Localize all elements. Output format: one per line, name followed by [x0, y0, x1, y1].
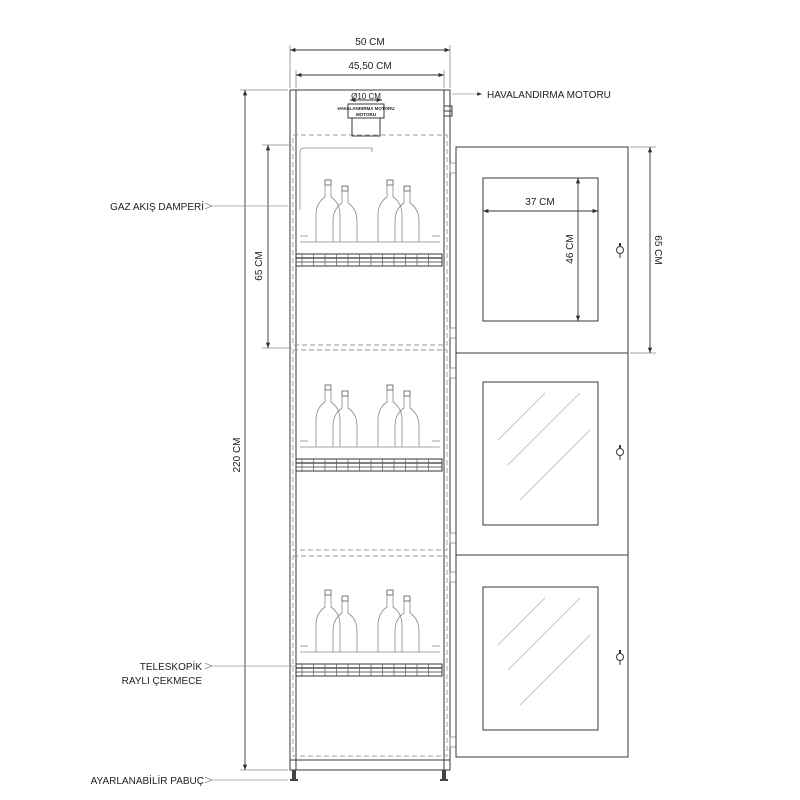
- lock-icon: [616, 243, 624, 258]
- callout-drawer-line1: TELESKOPİK: [140, 660, 203, 673]
- bottle-icon: [377, 185, 403, 242]
- lock-icon: [616, 650, 624, 665]
- ventilation-motor: HAVALANDIRMA MOTORU MOTORU: [337, 103, 395, 137]
- window-height-label: 46 CM: [565, 234, 576, 263]
- bottle-icon: [332, 601, 358, 652]
- motor-label-2: MOTORU: [356, 112, 376, 117]
- door-front-view: [455, 146, 629, 758]
- outer-width-label: 50 CM: [355, 37, 384, 48]
- bottle-icon: [377, 595, 403, 652]
- bottle-icon: [315, 185, 341, 242]
- compartment-3-outline: [292, 555, 448, 757]
- bottle-icon: [332, 191, 358, 242]
- dimension-lines: 50 CM 45,50 CM 220 CM 65 CM 65 CM 37 CM …: [232, 37, 663, 771]
- foot-icon: [292, 770, 296, 779]
- bottle-icon: [332, 396, 358, 447]
- bottle-icon: [377, 390, 403, 447]
- telescopic-drawer: [295, 458, 443, 472]
- door-2-window: [482, 381, 599, 526]
- gas-damper-outline: [299, 147, 373, 210]
- cabinet-body-outline: [289, 89, 451, 771]
- adjustable-feet: [290, 770, 448, 781]
- bottle-drawer-groups: [295, 179, 443, 677]
- door-1-window: [482, 177, 599, 322]
- telescopic-drawer: [295, 663, 443, 677]
- bottle-icon: [394, 601, 420, 652]
- bottle-icon: [394, 396, 420, 447]
- compartment-1-outline: [292, 134, 448, 346]
- hinge-icon: [449, 162, 457, 174]
- door-locks: [616, 243, 624, 665]
- hinge-icon: [449, 532, 457, 544]
- bottle-icon: [315, 595, 341, 652]
- hinge-icon: [449, 571, 457, 583]
- bottle-icon: [315, 390, 341, 447]
- window-width-label: 37 CM: [525, 197, 554, 208]
- compartment-height-label: 65 CM: [254, 251, 265, 280]
- bottle-drawer-group: [295, 589, 443, 677]
- door-3-window: [482, 586, 599, 731]
- bottle-icon: [394, 191, 420, 242]
- duct-diameter-label: Ø10 CM: [351, 92, 381, 101]
- lock-icon: [616, 445, 624, 460]
- cabinet-side-view: HAVALANDIRMA MOTORU MOTORU Ø10 CM: [289, 89, 457, 781]
- door-height-label: 65 CM: [652, 235, 663, 264]
- bottle-drawer-group: [295, 384, 443, 472]
- total-height-label: 220 CM: [232, 437, 243, 472]
- foot-icon: [442, 770, 446, 779]
- callouts: HAVALANDIRMA MOTORU GAZ AKIŞ DAMPERİ TEL…: [91, 90, 611, 787]
- door-3: [455, 554, 629, 758]
- hinges: [449, 162, 457, 748]
- callout-gas-damper: GAZ AKIŞ DAMPERİ: [110, 200, 204, 213]
- callout-foot: AYARLANABİLİR PABUÇ: [91, 774, 204, 787]
- hinge-icon: [449, 367, 457, 379]
- hinge-icon: [449, 736, 457, 748]
- telescopic-drawer: [295, 253, 443, 267]
- callout-ventilation-motor: HAVALANDIRMA MOTORU: [487, 90, 611, 101]
- compartment-2-outline: [292, 349, 448, 551]
- hinge-icon: [449, 327, 457, 339]
- glass-reflections: [497, 392, 591, 706]
- bottle-drawer-group: [295, 179, 443, 267]
- inner-width-label: 45,50 CM: [348, 61, 391, 72]
- motor-label-1: HAVALANDIRMA MOTORU: [337, 106, 394, 111]
- callout-drawer-line2: RAYLI ÇEKMECE: [122, 676, 203, 687]
